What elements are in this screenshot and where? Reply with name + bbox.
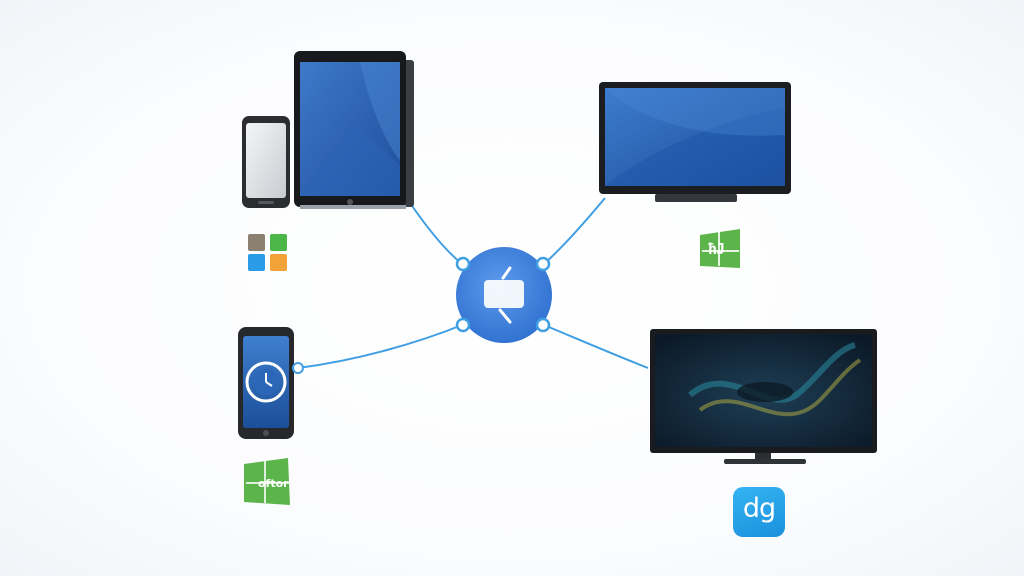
hub-node-br xyxy=(535,317,551,333)
green-tiles-badge-icon xyxy=(244,458,290,505)
smartphone-icon xyxy=(238,327,304,439)
link-tablet xyxy=(407,199,463,265)
hub-node-tl xyxy=(455,256,471,272)
tablet-icon xyxy=(294,51,414,209)
link-phone xyxy=(297,324,463,369)
hub-node-bl xyxy=(455,317,471,333)
bottom-left-badge-label: oftor xyxy=(258,477,289,490)
link-tv xyxy=(543,324,649,369)
tv-icon xyxy=(650,329,877,464)
cast-icon xyxy=(484,266,524,324)
link-monitor xyxy=(543,197,606,265)
top-right-badge-label: ħJ xyxy=(708,240,725,258)
monitor-icon xyxy=(599,82,791,202)
hub-node-tr xyxy=(535,256,551,272)
windows-logo-icon xyxy=(248,234,287,271)
hub xyxy=(455,247,552,343)
connection-lines xyxy=(297,197,649,369)
smartphone-icon xyxy=(242,116,290,208)
green-app-badge-icon xyxy=(700,229,740,268)
dg-app-badge: dg xyxy=(733,487,785,537)
